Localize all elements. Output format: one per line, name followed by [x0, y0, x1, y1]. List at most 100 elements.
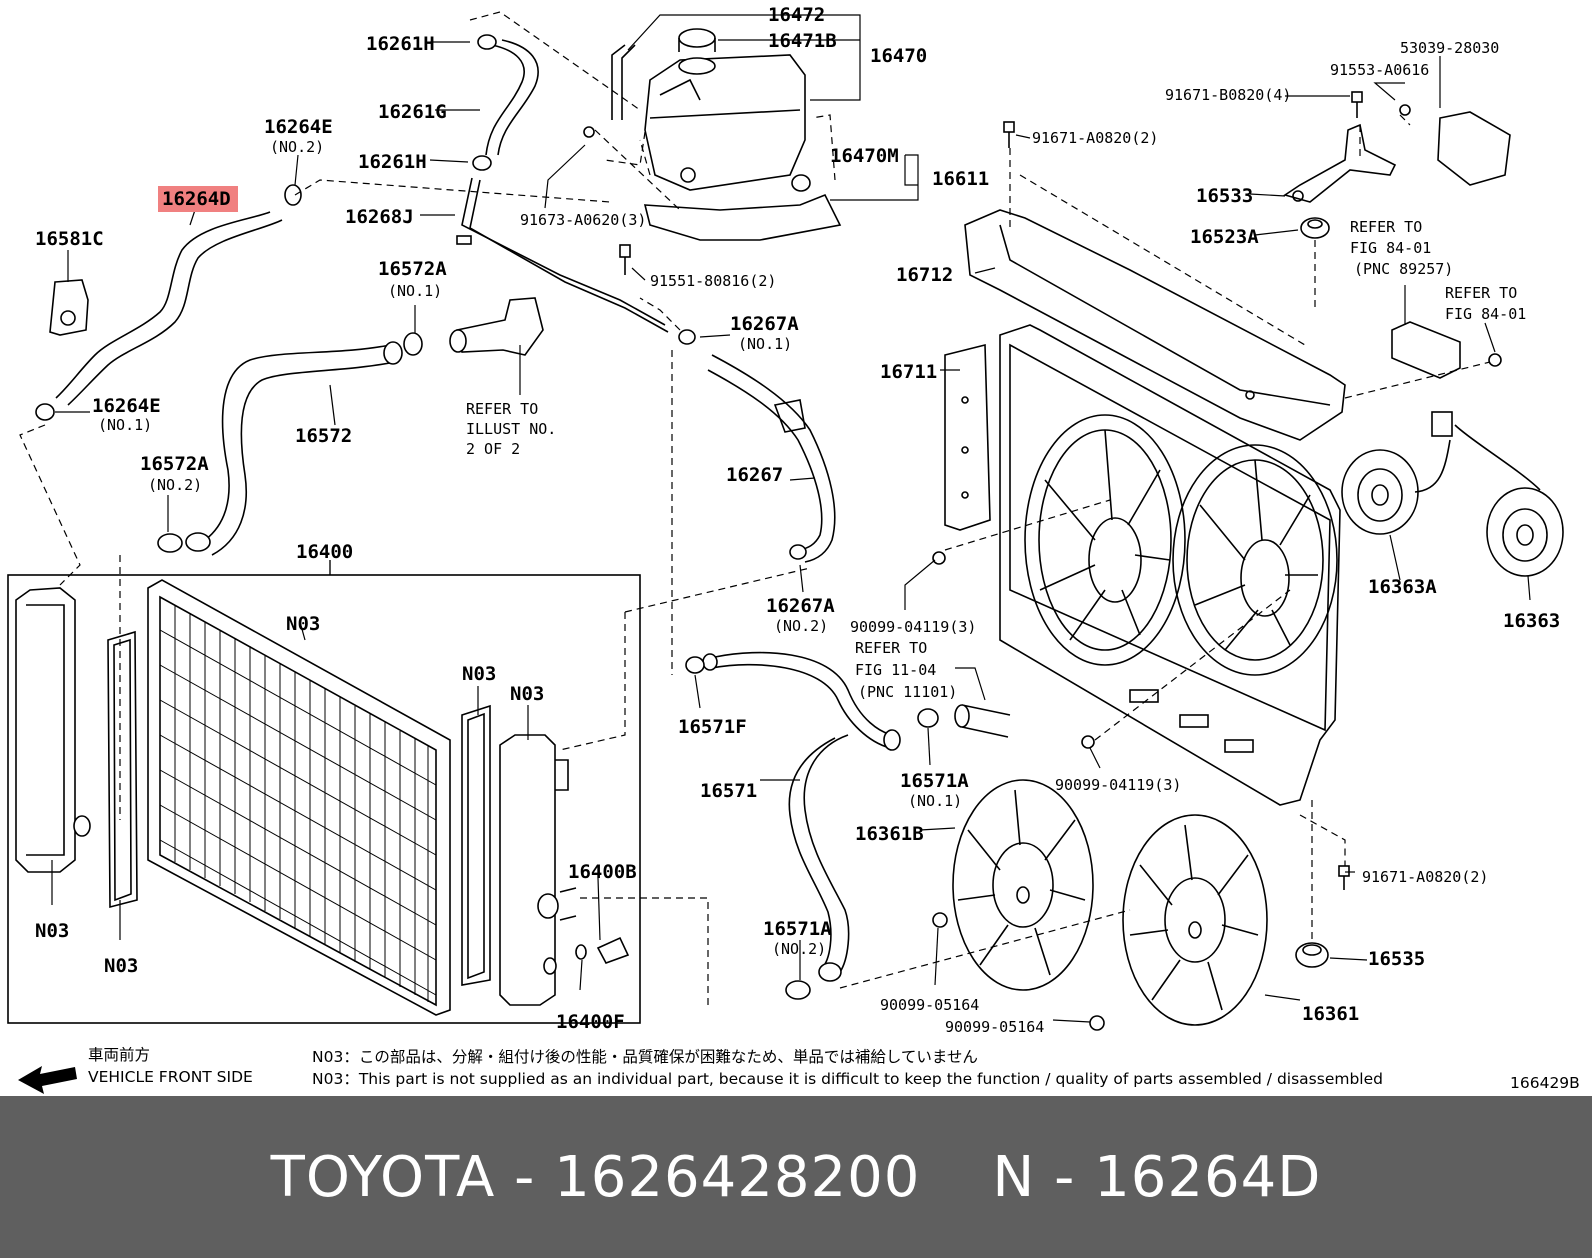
label-16711: 16711: [880, 361, 937, 383]
fan-motor-16363: [1454, 424, 1564, 577]
bracket-16581c: [49, 279, 89, 336]
fan-motor-16363a: [1341, 411, 1453, 535]
label-refer-illust-1: REFER TO: [466, 400, 538, 418]
label-no2-b: (NO.2): [148, 476, 202, 494]
n03-note-jp: N03：この部品は、分解・組付け後の性能・品質確保が困難なため、単品では補給して…: [312, 1048, 978, 1066]
label-n03-core: N03: [286, 613, 320, 635]
label-16400f: 16400F: [556, 1011, 625, 1033]
clamp-16571a-no2: [785, 980, 811, 1000]
label-n03-left-tank: N03: [35, 920, 69, 942]
reservoir-tank-16470: [583, 28, 806, 191]
bolt-90099-04119-b: [1081, 735, 1095, 749]
bolt-90099-04119-a: [932, 551, 946, 565]
clamp-16264e-no2: [284, 184, 302, 206]
label-16572a-no2: 16572A: [140, 453, 209, 475]
radiator-assembly-16400: [7, 574, 641, 1024]
n03-note-en: N03：This part is not supplied as an indi…: [312, 1070, 1383, 1088]
label-n03-mid: N03: [462, 663, 496, 685]
leader-lines: [51, 14, 1531, 1023]
assembly-dash-lines: [19, 11, 1491, 1008]
engine-inlet-pipe: [954, 704, 1011, 738]
label-91673: 91673-A0620(3): [520, 211, 646, 229]
label-refer1104-2: FIG 11-04: [855, 661, 936, 679]
label-16712: 16712: [896, 264, 953, 286]
label-16470m: 16470M: [830, 145, 899, 167]
front-jp: 車両前方: [88, 1046, 150, 1064]
upper-hose-16264d: [55, 211, 283, 406]
cushion-16535: [1295, 942, 1329, 968]
hose-16261g: [472, 34, 539, 171]
fan-16361b: [952, 779, 1094, 991]
clamp-16572a-no2: [157, 533, 183, 553]
label-91671-b0820: 91671-B0820(4): [1165, 86, 1291, 104]
label-16361: 16361: [1302, 1003, 1359, 1025]
label-n03-right: N03: [510, 683, 544, 705]
label-91671-a0820-top: 91671-A0820(2): [1032, 129, 1158, 147]
label-16571f: 16571F: [678, 716, 747, 738]
label-16535: 16535: [1368, 948, 1425, 970]
label-16267: 16267: [726, 464, 783, 486]
bolt-91551: [619, 244, 631, 275]
bolt-91671-a0820-top: [1003, 121, 1015, 148]
front-en: VEHICLE FRONT SIDE: [88, 1068, 253, 1086]
label-90099-04119-b: 90099-04119(3): [1055, 776, 1181, 794]
label-no1-a: (NO.1): [388, 282, 442, 300]
label-refer1104-1: REFER TO: [855, 639, 927, 657]
label-16264e-no1: 16264E: [92, 395, 161, 417]
label-refer8401a-2: FIG 84-01: [1350, 239, 1431, 257]
label-refer1104-3: (PNC 11101): [858, 683, 957, 701]
label-16572a-no1: 16572A: [378, 258, 447, 280]
label-16533: 16533: [1196, 185, 1253, 207]
nut-90099-05164-a: [932, 912, 948, 928]
label-n03-left-gasket: N03: [104, 955, 138, 977]
label-16267a-no1: 16267A: [730, 313, 799, 335]
label-16363a: 16363A: [1368, 576, 1437, 598]
hose-16572: [185, 341, 403, 556]
label-16471b: 16471B: [768, 30, 837, 52]
label-refer8401a-1: REFER TO: [1350, 218, 1422, 236]
label-53039: 53039-28030: [1400, 39, 1499, 57]
label-91553: 91553-A0616: [1330, 61, 1429, 79]
highlight-16264d: [158, 186, 238, 212]
bolt-91671-a0820-bot: [1338, 865, 1350, 890]
fan-16361: [1122, 814, 1268, 1026]
label-16400: 16400: [296, 541, 353, 563]
label-91671-a0820-bot: 91671-A0820(2): [1362, 868, 1488, 886]
label-90099-05164-a: 90099-05164: [880, 996, 979, 1014]
front-arrow-icon: [18, 1066, 77, 1094]
label-91551: 91551-80816(2): [650, 272, 776, 290]
label-16470: 16470: [870, 45, 927, 67]
fan-controller: [1391, 321, 1502, 379]
label-16571a-no1: 16571A: [900, 770, 969, 792]
label-16261h-mid: 16261H: [358, 151, 427, 173]
pipe-16268j: [456, 177, 669, 333]
label-no2-a: (NO.2): [270, 138, 324, 156]
hose-16267: [678, 329, 836, 563]
label-90099-04119-a: 90099-04119(3): [850, 618, 976, 636]
bolt-91553: [1399, 104, 1411, 116]
reference-number: N - 16264D: [992, 1144, 1322, 1210]
label-16363: 16363: [1503, 610, 1560, 632]
clamp-16572a-no1: [403, 332, 423, 356]
label-no2-c: (NO.2): [774, 617, 828, 635]
label-16261h-top: 16261H: [366, 33, 435, 55]
illustration-number: 166429B: [1510, 1074, 1580, 1092]
clamp-16571a-no1: [917, 708, 939, 728]
fan-shroud-16711: [944, 324, 1341, 806]
bolt-91671-b0820: [1351, 91, 1363, 118]
label-16267a-no2: 16267A: [766, 595, 835, 617]
clamp-16571f: [685, 656, 705, 674]
part-number-banner: TOYOTA - 1626428200 N - 16264D: [0, 1096, 1592, 1258]
label-16400b: 16400B: [568, 861, 637, 883]
callout-labels: 16472 16471B 16470 16261H 16261G 16261H …: [35, 4, 1560, 1036]
label-no1-d: (NO.1): [908, 792, 962, 810]
upper-support-16712: [964, 209, 1346, 441]
hose-16571: [702, 651, 901, 982]
front-side-indicator: 車両前方 VEHICLE FRONT SIDE: [18, 1046, 253, 1094]
label-refer8401a-3: (PNC 89257): [1354, 260, 1453, 278]
label-16361b: 16361B: [855, 823, 924, 845]
label-refer-illust-2: ILLUST NO.: [466, 420, 556, 438]
bracket-53039-28030: [1437, 111, 1511, 186]
clamp-16264e-no1: [35, 403, 55, 421]
label-16472: 16472: [768, 4, 825, 26]
